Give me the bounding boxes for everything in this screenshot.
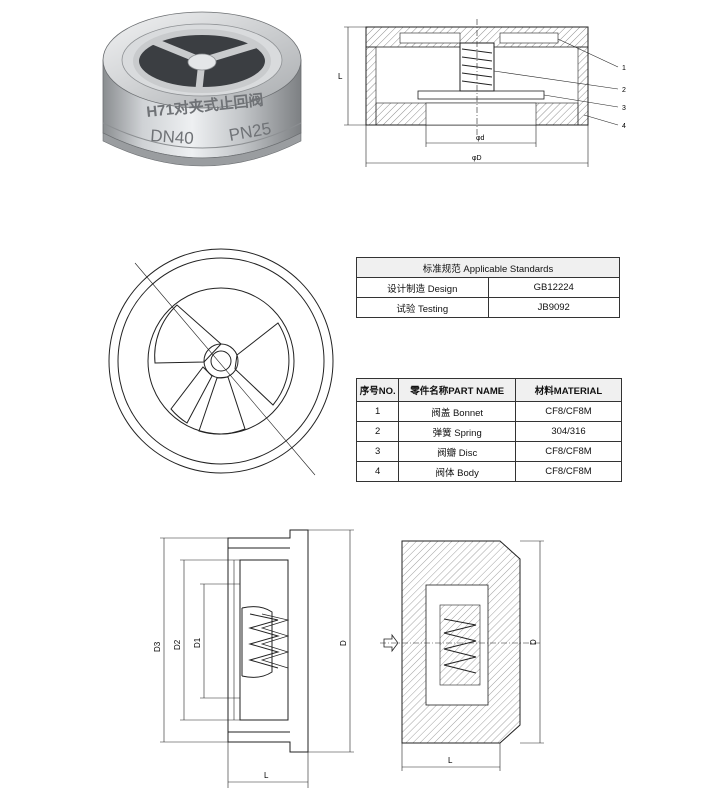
- part-name: 阀盖 Bonnet: [398, 401, 516, 422]
- standards-value: GB12224: [487, 277, 620, 298]
- embossed-dn-text: DN40: [150, 126, 195, 148]
- header-part-name: 零件名称PART NAME: [398, 378, 516, 402]
- part-name: 阀瓣 Disc: [398, 441, 516, 462]
- side-view-drawing: D3 D2 D1 D L: [153, 529, 354, 788]
- parts-table-header: 序号NO. 零件名称PART NAME 材料MATERIAL: [355, 378, 623, 402]
- dim-L-label: L: [338, 72, 343, 81]
- section-view-drawing: 1 2 3 4 L φd φD: [338, 19, 626, 167]
- part-no: 3: [355, 441, 400, 462]
- part-no: 1: [355, 401, 400, 422]
- standards-item: 设计制造 Design: [356, 277, 489, 298]
- table-row: 1 阀盖 Bonnet CF8/CF8M: [355, 401, 623, 422]
- table-row: 4 阀体 Body CF8/CF8M: [355, 461, 623, 482]
- part-name: 阀体 Body: [398, 461, 516, 482]
- table-row: 试验 Testing JB9092: [356, 297, 620, 318]
- table-row: 3 阀瓣 Disc CF8/CF8M: [355, 441, 623, 462]
- dim-phi-D-label: φD: [472, 155, 482, 162]
- part-material: CF8/CF8M: [514, 401, 623, 422]
- callout-4: 4: [622, 123, 626, 130]
- part-no: 2: [355, 421, 400, 442]
- dim-phi-d-label: φd: [476, 135, 485, 142]
- dim-D2-label: D2: [173, 639, 182, 650]
- callout-2: 2: [622, 87, 626, 94]
- dim-D1-label: D1: [193, 637, 202, 648]
- parts-table: 序号NO. 零件名称PART NAME 材料MATERIAL 1 阀盖 Bonn…: [355, 378, 623, 482]
- dim-L-label: L: [448, 756, 453, 765]
- standards-table-title: 标准规范 Applicable Standards: [356, 257, 620, 278]
- part-material: CF8/CF8M: [514, 441, 623, 462]
- part-no: 4: [355, 461, 400, 482]
- dim-L-label: L: [264, 771, 269, 780]
- callout-1: 1: [622, 65, 626, 72]
- header-no: 序号NO.: [355, 378, 400, 402]
- part-material: 304/316: [514, 421, 623, 442]
- dim-D-label: D: [339, 640, 348, 646]
- table-row: 设计制造 Design GB12224: [356, 277, 620, 298]
- dim-D-label: D: [529, 639, 538, 645]
- table-row: 2 弹簧 Spring 304/316: [355, 421, 623, 442]
- part-name: 弹簧 Spring: [398, 421, 516, 442]
- standards-table: 标准规范 Applicable Standards 设计制造 Design GB…: [356, 257, 620, 318]
- standards-item: 试验 Testing: [356, 297, 489, 318]
- part-material: CF8/CF8M: [514, 461, 623, 482]
- cross-section-drawing: D L: [380, 540, 544, 771]
- callout-3: 3: [622, 105, 626, 112]
- header-material: 材料MATERIAL: [514, 378, 623, 402]
- standards-value: JB9092: [487, 297, 620, 318]
- valve-product-photo: H71对夹式止回阀 DN40 PN25: [102, 11, 302, 167]
- dim-D3-label: D3: [153, 641, 162, 652]
- front-view-drawing: [108, 248, 334, 476]
